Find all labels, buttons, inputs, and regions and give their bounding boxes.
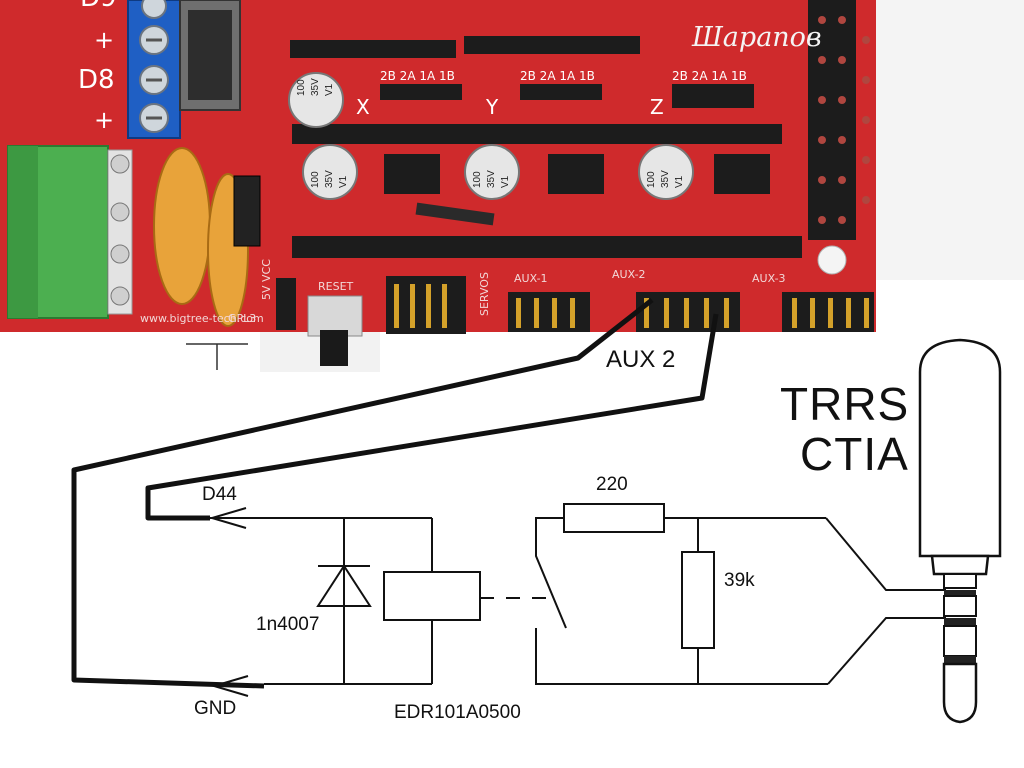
relay-contact-fixed <box>535 628 828 685</box>
pins-z <box>672 84 754 108</box>
aux2-label: AUX 2 <box>606 346 676 373</box>
silk-plus-2: + <box>94 106 114 134</box>
silk-axis-x: X <box>356 95 370 119</box>
diode-label: 1n4007 <box>256 614 320 635</box>
svg-text:100: 100 <box>310 171 321 188</box>
svg-text:V1: V1 <box>338 175 349 188</box>
silk-axis-y: Y <box>485 95 499 119</box>
smd-diode <box>415 202 495 226</box>
wire-d44 <box>145 313 719 521</box>
header-strip-top-1 <box>290 40 456 58</box>
capacitor-4: 100 35V V1 <box>638 144 694 200</box>
resistor-39k-label: 39k <box>724 570 755 591</box>
arrow-gnd <box>210 675 249 697</box>
silk-vcc: 5V VCC <box>260 259 273 300</box>
relay-label: EDR101A0500 <box>394 702 521 723</box>
polyfuses <box>153 147 261 327</box>
trrs-plug <box>918 338 1002 724</box>
schematic <box>71 298 946 697</box>
relay-coil <box>383 571 481 621</box>
plug-ring-2 <box>943 595 977 617</box>
svg-text:V1: V1 <box>324 83 335 96</box>
capacitor-3: 100 35V V1 <box>464 144 520 200</box>
svg-text:100: 100 <box>296 79 307 96</box>
reset-button-cap <box>320 330 348 366</box>
diode-symbol <box>316 564 372 607</box>
board-background <box>876 0 1024 280</box>
silk-pins-x: 2B 2A 1A 1B <box>380 69 455 83</box>
reset-button-body <box>307 295 363 337</box>
header-strip-low <box>292 236 802 258</box>
silk-d9: D9 <box>80 0 117 13</box>
ramps-board: D9 + D8 + www.bigtree-tech.com GPL3 5V V… <box>0 0 1024 372</box>
silk-pins-y: 2B 2A 1A 1B <box>520 69 595 83</box>
silk-servos: SERVOS <box>478 272 491 316</box>
svg-text:V1: V1 <box>500 175 511 188</box>
silk-d8: D8 <box>78 65 115 95</box>
svg-text:35V: 35V <box>324 170 335 188</box>
silk-aux1: AUX-1 <box>514 272 548 285</box>
plug-ring-1 <box>943 625 977 657</box>
right-pins <box>818 16 870 224</box>
silk-aux3: AUX-3 <box>752 272 786 285</box>
pins-x <box>380 84 462 100</box>
aux1-headers <box>508 292 590 332</box>
mounting-hole <box>817 245 847 275</box>
blue-screw-terminal <box>127 0 181 139</box>
jumpers-z <box>714 154 770 194</box>
header-strip-right <box>808 0 856 240</box>
svg-text:35V: 35V <box>660 170 671 188</box>
wire-gnd <box>71 298 654 689</box>
plug-body <box>918 338 1002 558</box>
gnd-label: GND <box>194 698 237 719</box>
silk-pins-z: 2B 2A 1A 1B <box>672 69 747 83</box>
vcc-jumper <box>276 278 296 330</box>
insulator-2 <box>944 618 976 626</box>
silk-url: www.bigtree-tech.com <box>140 312 264 325</box>
resistor-39k <box>681 551 715 649</box>
header-strip-mid <box>292 124 782 144</box>
connector-title-ctia: CTIA <box>800 428 909 480</box>
lead-ring <box>827 617 946 685</box>
plug-collar <box>930 554 990 576</box>
lead-tip <box>825 517 946 591</box>
header-strip-top-2 <box>464 36 640 54</box>
svg-text:100: 100 <box>472 171 483 188</box>
silk-aux2: AUX-2 <box>612 268 646 281</box>
svg-text:35V: 35V <box>486 170 497 188</box>
jumpers-x <box>384 154 440 194</box>
header-gold-pins <box>394 284 869 328</box>
pins-y <box>520 84 602 100</box>
svg-text:35V: 35V <box>310 78 321 96</box>
svg-text:V1: V1 <box>674 175 685 188</box>
silk-reset: RESET <box>318 280 354 293</box>
silk-axis-z: Z <box>650 95 664 119</box>
capacitor-2: 100 35V V1 <box>302 144 358 200</box>
relay-contact-arm <box>535 517 567 629</box>
insulator-1 <box>944 590 976 596</box>
watermark-signature: Шарапов <box>692 22 822 53</box>
green-screw-terminal <box>7 145 133 319</box>
d44-label: D44 <box>202 484 237 505</box>
capacitor-1: 100 35V V1 <box>288 72 344 128</box>
plug-sleeve <box>943 573 977 589</box>
svg-text:100: 100 <box>646 171 657 188</box>
resistor-220-label: 220 <box>596 474 628 495</box>
resistor-220 <box>563 503 665 533</box>
silk-plus-1: + <box>94 26 114 54</box>
insulator-3 <box>944 656 976 664</box>
silk-gpl: GPL3 <box>228 312 256 325</box>
plug-tip <box>942 662 978 724</box>
jumpers-y <box>548 154 604 194</box>
connector-title-trrs: TRRS <box>780 378 910 430</box>
mosfet-tab <box>188 10 232 100</box>
